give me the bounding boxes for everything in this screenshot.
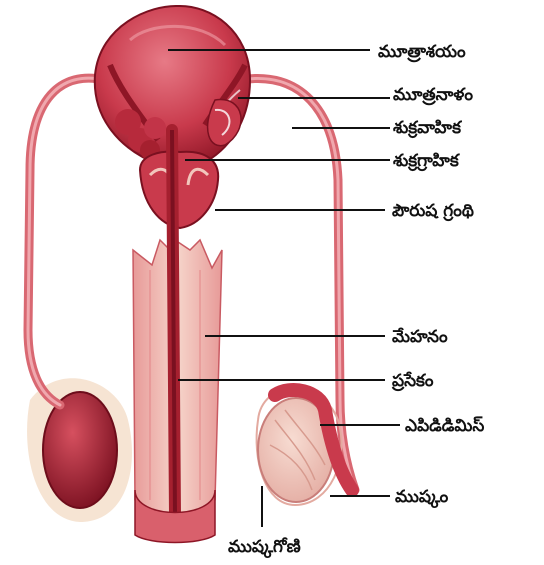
label-prostate: పౌరుష గ్రంథి xyxy=(392,201,474,222)
label-seminal-vesicle: శుక్రగ్రాహిక xyxy=(393,151,460,172)
left-vas-deferens xyxy=(28,78,105,405)
label-bladder: మూత్రాశయం xyxy=(378,42,466,63)
label-penis: మేహనం xyxy=(392,327,448,347)
seminal-vesicle-right xyxy=(208,100,241,146)
label-ureter: మూత్రనాళం xyxy=(393,85,473,106)
label-scrotum: ముష్కగోణి xyxy=(228,537,301,559)
label-urethra: ప్రసేకం xyxy=(391,371,434,392)
left-testis xyxy=(43,392,117,508)
label-epididymis: ఎపిడిడిమిస్ xyxy=(405,416,484,436)
label-vas-deferens: శుక్రవాహిక xyxy=(393,118,462,139)
label-testis: ముష్కం xyxy=(395,487,449,509)
prostate-gland xyxy=(140,152,218,228)
